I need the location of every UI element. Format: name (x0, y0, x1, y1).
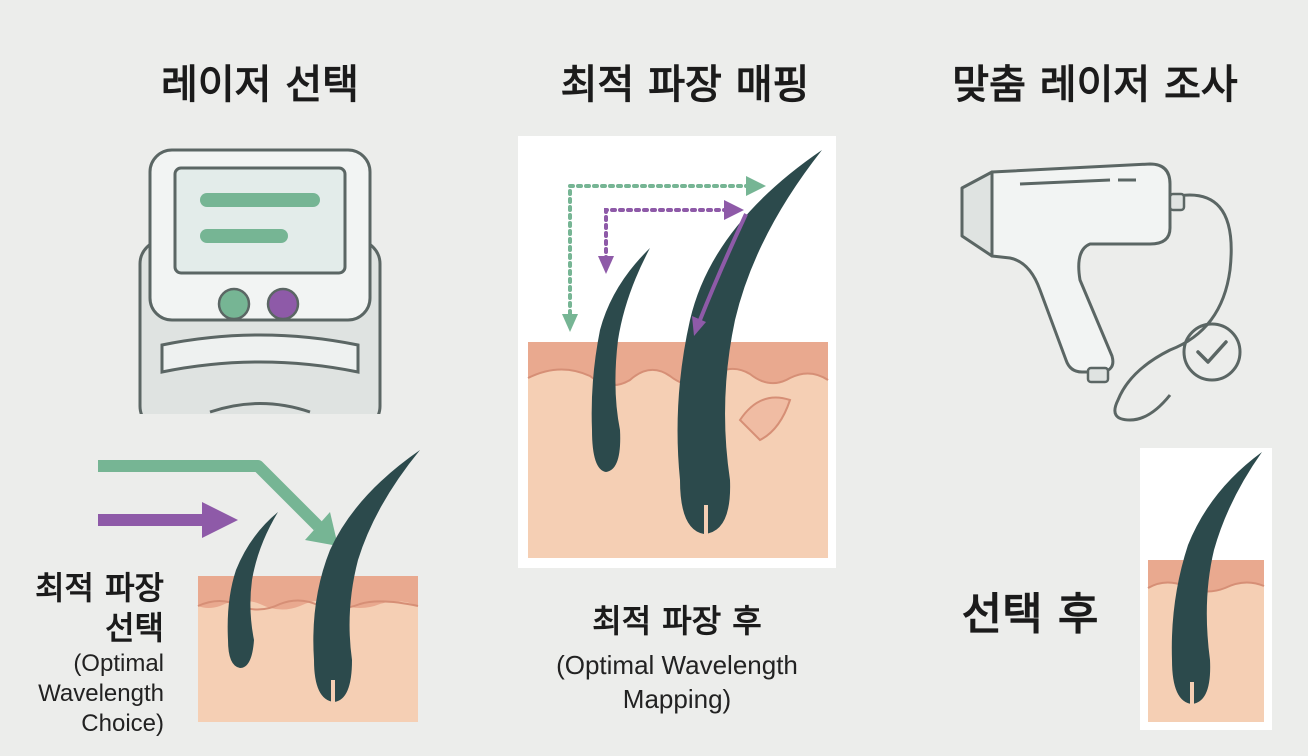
green-mapping-arrow (562, 176, 766, 332)
laser-machine-icon (138, 148, 382, 432)
panel3-title: 맞춤 레이저 조사 (952, 62, 1238, 108)
panel2-title: 최적 파장 매핑 (560, 62, 810, 108)
panel3-label-ko: 선택 후 (961, 589, 1099, 640)
green-wavelength-arrow (98, 460, 338, 546)
hair-follicle-icon (591, 150, 822, 534)
purple-wavelength-arrow (98, 502, 238, 538)
panel2-label-en-line2: Mapping) (622, 684, 732, 714)
panel1-label-en-line2: Wavelength (38, 680, 164, 707)
laser-handpiece-icon (960, 162, 1233, 422)
panel1-label-ko-line2: 선택 (105, 609, 164, 647)
hair-follicle-icon (227, 450, 420, 705)
panel1-label-en-line1: (Optimal (73, 650, 164, 677)
panel2-label-ko: 최적 파장 후 (592, 602, 762, 640)
panel1-label-en-line3: Choice) (81, 710, 164, 737)
purple-mapping-arrow (598, 200, 748, 336)
hair-follicle-icon (1171, 452, 1262, 706)
check-circle-icon (1182, 322, 1242, 382)
panel1-title: 레이저 선택 (161, 62, 359, 108)
panel1-label-ko-line1: 최적 파장 (35, 569, 164, 607)
panel2-label-en-line1: (Optimal Wavelength (556, 650, 798, 680)
